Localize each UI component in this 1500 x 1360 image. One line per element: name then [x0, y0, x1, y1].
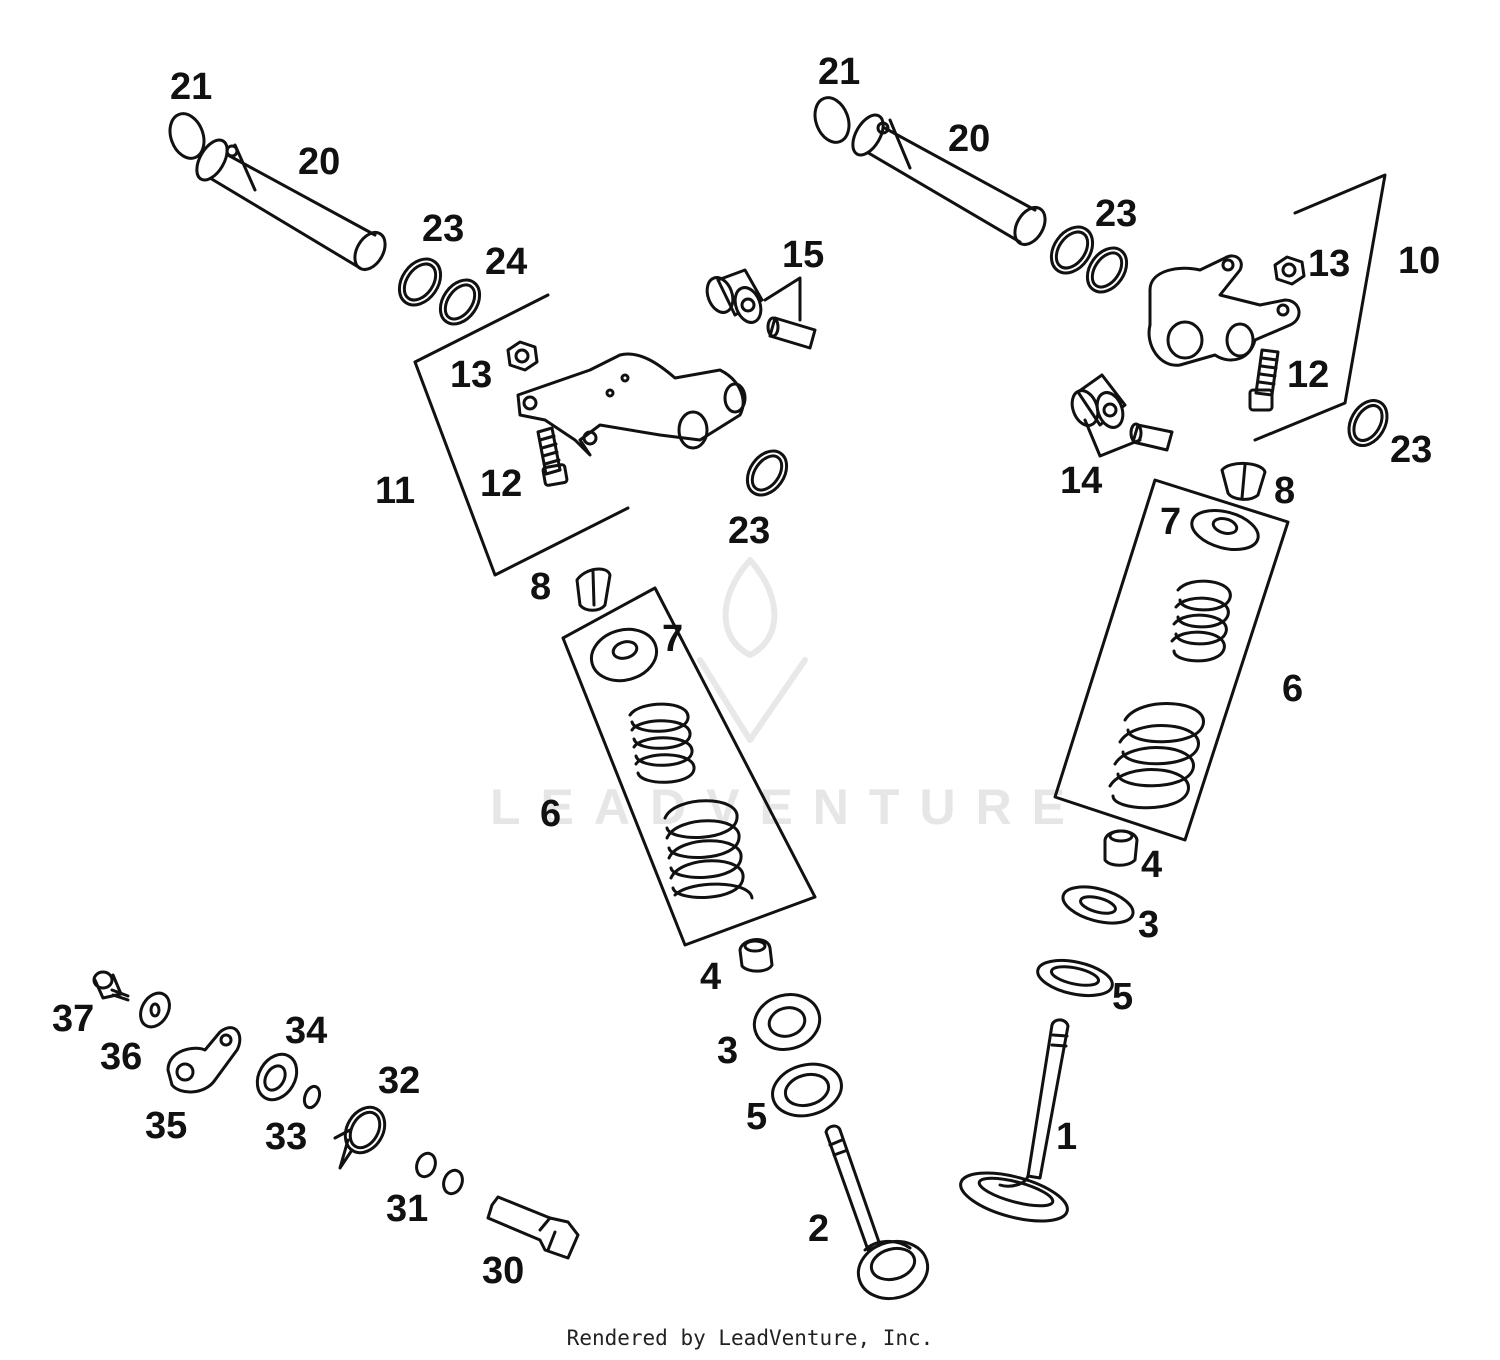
roller-bearing-left	[705, 268, 817, 350]
callout-23-left-b: 23	[728, 510, 771, 552]
valve-stem-seal-left	[738, 938, 774, 973]
valve-spring-box-right	[1053, 478, 1290, 842]
callout-35: 35	[145, 1105, 188, 1147]
adjuster-nut-left	[506, 340, 539, 372]
callout-14: 14	[1060, 460, 1103, 502]
callout-37: 37	[52, 998, 95, 1040]
decompressor-washer	[139, 991, 171, 1029]
callout-33: 33	[265, 1116, 308, 1158]
callout-6-left: 6	[540, 793, 562, 835]
callout-13-right: 13	[1308, 243, 1351, 285]
callout-12-left: 12	[480, 463, 523, 505]
exhaust-valve	[824, 1124, 930, 1301]
callout-8-left: 8	[530, 566, 552, 608]
callout-21-right: 21	[818, 51, 861, 93]
callout-1: 1	[1056, 1116, 1078, 1158]
adjuster-screw-right	[1248, 348, 1280, 412]
shim-rings-left	[397, 257, 482, 326]
callout-5-right: 5	[1112, 976, 1134, 1018]
shim-ring-left-mid	[745, 449, 789, 497]
leadventure-logo-watermark	[697, 557, 808, 743]
decompressor-shaft	[486, 1195, 580, 1260]
outer-spring-right	[1108, 702, 1205, 810]
intake-valve	[959, 1018, 1070, 1223]
valve-spring-box-left	[561, 586, 817, 947]
spring-retainer-left	[589, 627, 659, 683]
shim-rings-right	[1049, 225, 1129, 294]
decompressor-orings	[415, 1151, 464, 1196]
callout-13-left: 13	[450, 354, 493, 396]
callout-3-right: 3	[1138, 904, 1160, 946]
callout-32: 32	[378, 1060, 421, 1102]
callout-4-right: 4	[1141, 844, 1163, 886]
callout-6-right: 6	[1282, 668, 1304, 710]
decompressor-spring	[333, 1105, 387, 1170]
callout-20-right: 20	[948, 118, 991, 160]
shim-ring-right-mid	[1347, 399, 1389, 447]
callout-12-right: 12	[1287, 354, 1330, 396]
callout-23-right-a: 23	[1095, 193, 1138, 235]
callout-3-left: 3	[717, 1030, 739, 1072]
callout-34: 34	[285, 1010, 328, 1052]
callout-20-left: 20	[298, 141, 341, 183]
callout-7-left: 7	[662, 618, 684, 660]
valve-keepers-left	[575, 567, 612, 612]
callout-23-right-b: 23	[1390, 429, 1433, 471]
callout-30: 30	[482, 1250, 525, 1292]
callout-31: 31	[386, 1188, 429, 1230]
outer-spring-left	[663, 799, 754, 900]
rocker-shaft-right	[813, 96, 1047, 246]
callout-11: 11	[375, 470, 416, 512]
valve-keepers-right	[1220, 462, 1267, 501]
callout-23-left-a: 23	[422, 208, 465, 250]
callout-8-right: 8	[1274, 470, 1296, 512]
decompressor-lever	[166, 1026, 242, 1094]
adjuster-nut-right	[1273, 255, 1306, 286]
rocker-arm-right	[1147, 254, 1301, 367]
decompressor-cam	[255, 1052, 299, 1102]
callout-2: 2	[808, 1208, 830, 1250]
spring-seat-right	[1061, 885, 1135, 925]
spring-retainer-right	[1190, 509, 1260, 551]
shim-right	[1036, 958, 1114, 998]
callout-21-left: 21	[170, 66, 213, 108]
decompressor-oring-small	[302, 1084, 322, 1110]
callout-7-right: 7	[1160, 501, 1182, 543]
spring-seat-left	[752, 993, 822, 1051]
roller-bearing-right	[1070, 373, 1174, 458]
callout-36: 36	[100, 1036, 143, 1078]
valve-stem-seal-right	[1103, 829, 1139, 867]
inner-spring-right	[1170, 579, 1232, 663]
rocker-assembly-bracket-right	[1253, 173, 1387, 442]
rocker-shaft-left	[168, 112, 387, 271]
callout-24: 24	[485, 241, 528, 283]
shim-left	[771, 1062, 843, 1118]
decompressor-bolt	[92, 970, 130, 1002]
footer-credit: Rendered by LeadVenture, Inc.	[566, 1326, 934, 1350]
callout-4-left: 4	[700, 956, 722, 998]
callout-15: 15	[782, 234, 825, 276]
callout-10: 10	[1398, 240, 1441, 282]
rocker-arm-left	[516, 352, 747, 457]
adjuster-screw-left	[536, 426, 569, 487]
inner-spring-left	[628, 702, 696, 784]
rocker-assembly-bracket-left	[413, 293, 630, 577]
callout-5-left: 5	[746, 1096, 768, 1138]
